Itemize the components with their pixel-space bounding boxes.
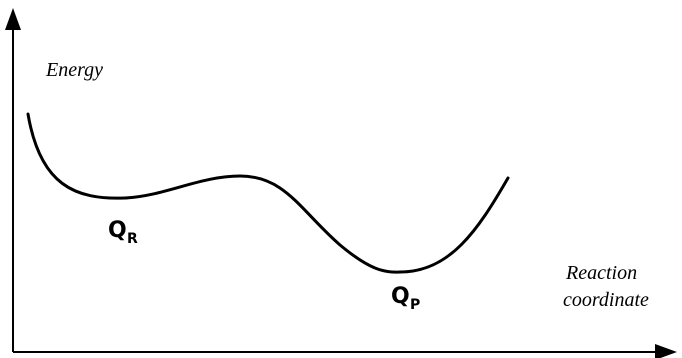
reactant-subscript: R [127, 231, 138, 247]
product-subscript: P [410, 297, 420, 313]
x-axis-label-line2: coordinate [563, 289, 649, 311]
product-letter: Q [391, 284, 410, 309]
y-axis-arrowhead [5, 8, 21, 30]
energy-curve [26, 112, 510, 274]
reactant-letter: Q [108, 218, 127, 243]
x-axis-arrowhead [655, 344, 677, 358]
product-label: Q P [391, 284, 420, 313]
x-axis-label-line1: Reaction [565, 262, 637, 284]
y-axis-label: Energy [45, 59, 103, 81]
reactant-label: Q R [108, 218, 138, 247]
